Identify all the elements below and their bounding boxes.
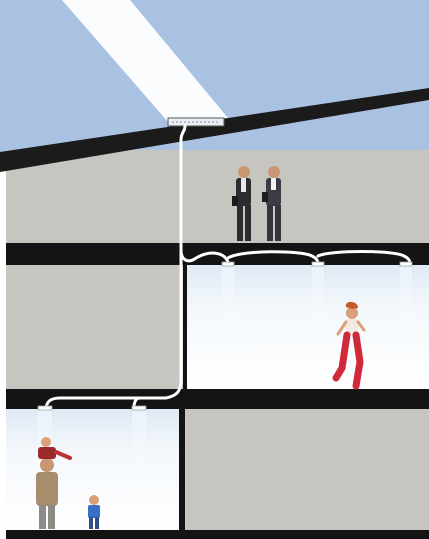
partition-wall-middle (183, 265, 187, 389)
skylight-collector-icon (168, 118, 224, 126)
partition-wall-lower (179, 409, 185, 530)
floor-slab-ground (6, 530, 429, 539)
